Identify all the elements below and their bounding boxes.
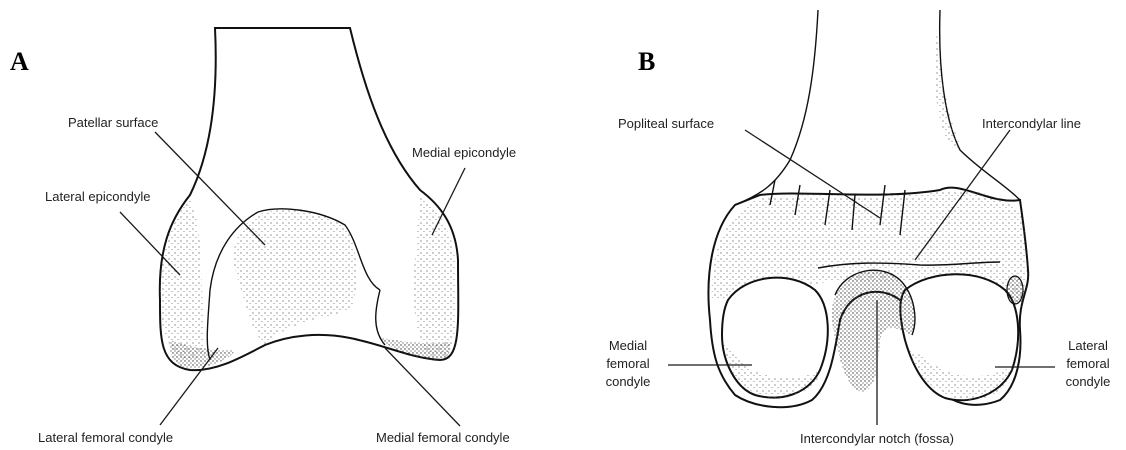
leader-medial-femoral-condyle: [385, 348, 460, 426]
medial-shading: [414, 195, 456, 358]
label-medial-femoral-condyle-b-2: femoral: [606, 356, 649, 371]
label-lateral-femoral-condyle-b-1: Lateral: [1068, 338, 1108, 353]
label-intercondylar-notch: Intercondylar notch (fossa): [800, 431, 954, 446]
label-medial-femoral-condyle: Medial femoral condyle: [376, 430, 510, 445]
panel-b-letter: B: [638, 47, 655, 76]
lateral-knob: [1007, 276, 1023, 304]
femur-anterior-drawing: [160, 28, 459, 370]
label-medial-femoral-condyle-b-1: Medial: [609, 338, 647, 353]
label-patellar-surface: Patellar surface: [68, 115, 158, 130]
femur-posterior-drawing: [708, 10, 1028, 407]
label-lateral-epicondyle: Lateral epicondyle: [45, 189, 151, 204]
label-medial-epicondyle: Medial epicondyle: [412, 145, 516, 160]
label-popliteal-surface: Popliteal surface: [618, 116, 714, 131]
label-lateral-femoral-condyle: Lateral femoral condyle: [38, 430, 173, 445]
panel-a: A Patellar surface Medial epicondyle Lat…: [10, 28, 516, 445]
label-intercondylar-line: Intercondylar line: [982, 116, 1081, 131]
panel-a-letter: A: [10, 47, 29, 76]
shaft-left-edge: [735, 10, 818, 205]
label-lateral-femoral-condyle-b-2: femoral: [1066, 356, 1109, 371]
label-lateral-femoral-condyle-b-3: condyle: [1066, 374, 1111, 389]
panel-b: B: [606, 10, 1111, 446]
label-medial-femoral-condyle-b-3: condyle: [606, 374, 651, 389]
